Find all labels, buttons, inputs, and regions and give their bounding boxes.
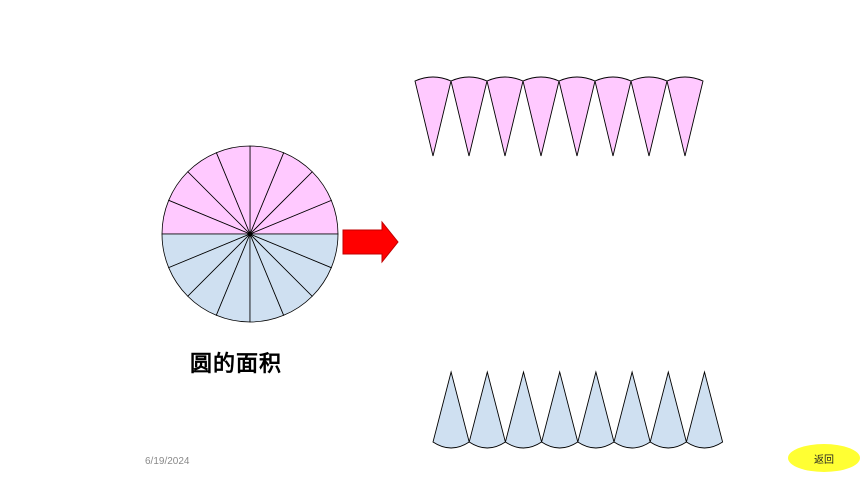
slide-date: 6/19/2024 (145, 456, 190, 467)
top-sector-row (414, 76, 704, 157)
top-sector-piece (414, 76, 452, 157)
bottom-sector-piece (504, 370, 543, 449)
bottom-sector-row (432, 370, 724, 449)
slide-title: 圆的面积 (190, 352, 283, 377)
top-sector-piece (450, 76, 488, 157)
top-sector-piece (558, 76, 596, 157)
bottom-sector-piece (541, 370, 579, 449)
right-arrow (342, 220, 399, 264)
top-sector-piece (666, 76, 704, 157)
top-sector-piece (630, 76, 668, 157)
bottom-sector-piece (468, 370, 506, 449)
top-sector-piece (594, 76, 632, 157)
bottom-sector-piece (685, 370, 724, 449)
top-sector-piece (486, 76, 524, 157)
bottom-sector-piece (649, 370, 687, 449)
bottom-sector-piece (577, 370, 615, 449)
bottom-sector-piece (432, 370, 470, 449)
bottom-sector-piece (613, 370, 651, 449)
circle-diagram (161, 145, 339, 323)
back-button[interactable]: 返回 (788, 444, 860, 472)
circle-sector (249, 233, 339, 269)
top-sector-piece (522, 76, 560, 157)
